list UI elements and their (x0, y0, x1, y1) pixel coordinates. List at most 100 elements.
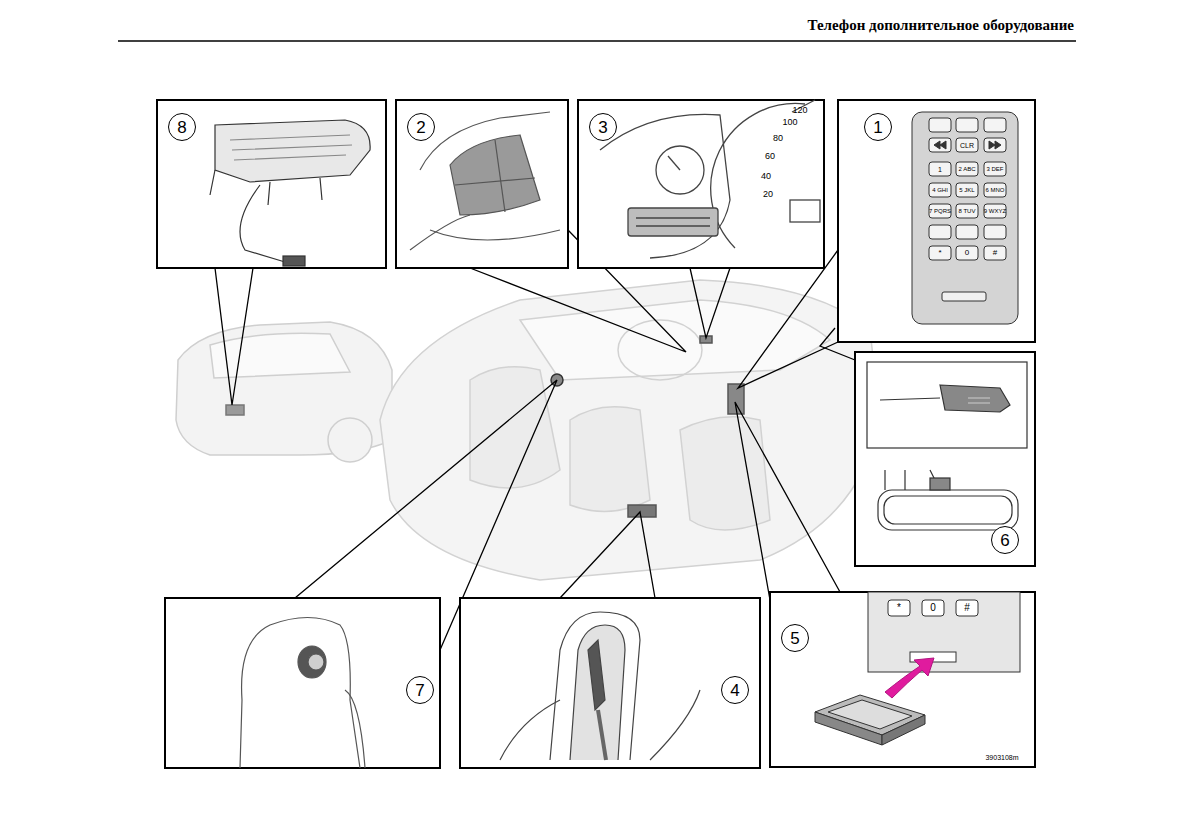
illustration-path (410, 215, 470, 250)
illustration-line (495, 140, 505, 212)
illustration-rect (838, 100, 1035, 342)
key-label: # (964, 603, 970, 613)
illustration-circle (328, 418, 372, 462)
illustration-polyline (215, 268, 253, 405)
illustration-path (550, 612, 640, 760)
illustration-path (230, 135, 352, 160)
illustration-rect (929, 138, 951, 152)
callout-number: 6 (1000, 532, 1009, 549)
illustration-rect (157, 100, 386, 268)
illustration-path (240, 185, 285, 262)
callout-circle: 7 (406, 676, 434, 704)
illustration-path (570, 407, 650, 512)
key-label: 0 (965, 249, 969, 257)
illustration-rect (888, 600, 910, 616)
illustration-circle (656, 146, 704, 194)
illustration-rect (942, 292, 986, 301)
gauge-number: 20 (763, 190, 773, 199)
key-label: 3 DEF (986, 166, 1003, 172)
illustration-path (430, 230, 560, 240)
illustration-rect (956, 600, 978, 616)
illustration-rect (929, 162, 951, 176)
illustration-rect (878, 490, 1018, 530)
callout-circle: 3 (589, 113, 617, 141)
key-label: 1 (938, 166, 942, 173)
callout-number: 3 (598, 119, 607, 136)
illustration-rect (922, 600, 944, 616)
illustration-rect (884, 496, 1012, 524)
mirror-module (867, 362, 1027, 530)
illustration-rect (396, 100, 568, 268)
illustration-ellipse (298, 646, 326, 678)
illustration-path (680, 417, 770, 530)
illustration-polyline (690, 268, 730, 338)
figure-code: 3903108m (985, 754, 1018, 761)
illustration-rect (956, 138, 978, 152)
page-header: Телефон дополнительное оборудование (807, 17, 1074, 34)
illustration-rect (956, 246, 978, 260)
illustration-path (470, 367, 560, 488)
illustration-rect (956, 162, 978, 176)
illustration-circle (308, 654, 324, 670)
illustration-path (215, 120, 370, 182)
illustration-path (450, 135, 540, 215)
illustration-rect (984, 162, 1006, 176)
illustration-rect (165, 598, 440, 768)
instrument-cluster (600, 100, 820, 258)
illustration-rect (929, 183, 951, 197)
illustration-rect (930, 478, 950, 490)
illustration-path (650, 690, 700, 760)
illustration-rect (956, 183, 978, 197)
key-label: * (897, 603, 901, 613)
illustration-rect (226, 405, 244, 415)
car-interior (380, 280, 880, 580)
illustration-line (118, 40, 1076, 42)
card-slot (815, 592, 1020, 745)
gauge-number: 120 (792, 106, 807, 115)
gauge-number: 100 (782, 118, 797, 127)
illustration-rect (790, 200, 820, 222)
illustration-path (380, 280, 880, 580)
illustration-rect (956, 225, 978, 239)
illustration-rect (984, 183, 1006, 197)
callout-circle: 6 (991, 526, 1019, 554)
illustration-rect (956, 118, 978, 132)
illustration-path (828, 700, 912, 729)
illustration-path (500, 700, 560, 760)
key-label: * (938, 249, 941, 257)
illustration-path (210, 170, 322, 205)
leader-lines (215, 230, 855, 650)
illustration-path (345, 690, 365, 768)
illustration-rect (868, 592, 1020, 672)
callout-circle: 2 (407, 113, 435, 141)
illustration-rect (984, 225, 1006, 239)
illustration-rect (929, 246, 951, 260)
illustration-rect (855, 352, 1035, 566)
illustration-path (885, 658, 934, 698)
callout-circle: 1 (864, 113, 892, 141)
illustration-polyline (735, 402, 840, 600)
illustration-path (711, 103, 805, 248)
illustration-path (588, 640, 605, 710)
illustration-rect (912, 112, 1018, 324)
callout-circle: 8 (168, 113, 196, 141)
illustration-rect (956, 204, 978, 218)
illustration-line (455, 178, 535, 185)
illustration-line (636, 217, 710, 218)
illustration-rect (929, 225, 951, 239)
callout-circle: 4 (721, 676, 749, 704)
illustration-ellipse (618, 320, 702, 380)
gauge-number: 60 (765, 152, 775, 161)
illustration-rect (929, 118, 951, 132)
inset-frames (157, 100, 1035, 768)
key-label: 2 ABC (958, 166, 975, 172)
key-label: 7 PQRS (929, 208, 951, 214)
key-label: 0 (930, 603, 936, 613)
illustration-polyline (738, 250, 838, 388)
illustration-rect (984, 204, 1006, 218)
illustration-polyline (560, 512, 655, 598)
illustration-rect (283, 256, 305, 266)
key-label: # (993, 249, 997, 257)
key-label: 4 GHI (932, 187, 948, 193)
